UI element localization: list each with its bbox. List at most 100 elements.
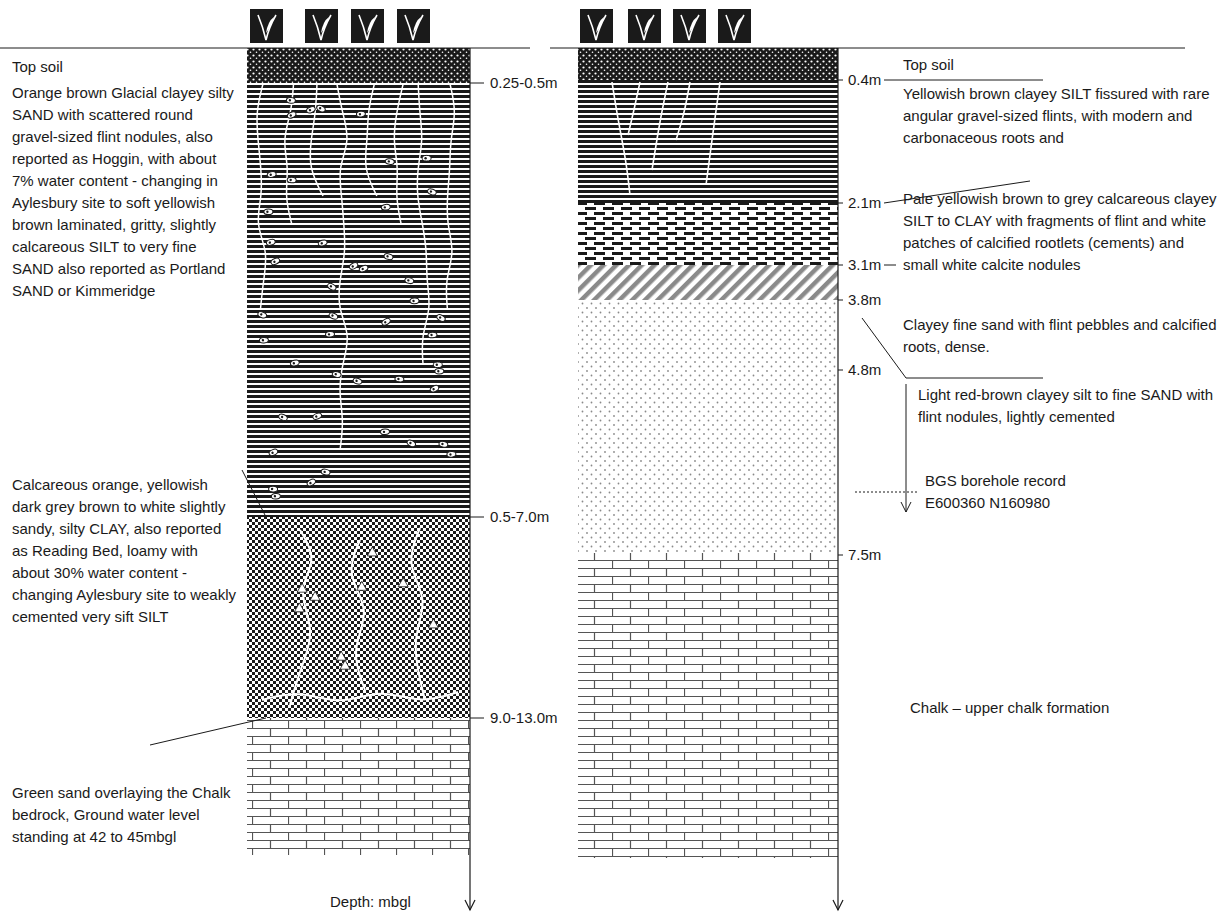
flint-nodule bbox=[332, 371, 342, 379]
depth-label: 3.8m bbox=[848, 289, 881, 311]
layer-label: Top soil bbox=[12, 56, 212, 78]
vegetation-icon bbox=[718, 9, 751, 43]
flint-nodule bbox=[268, 448, 279, 457]
flint-nodule bbox=[348, 261, 359, 270]
depth-label: 7.5m bbox=[848, 544, 881, 566]
vegetation-icon bbox=[250, 9, 283, 43]
flint-nodule bbox=[325, 331, 334, 337]
vegetation-icon bbox=[397, 9, 430, 43]
clast-symbol bbox=[398, 578, 408, 587]
vegetation-icon bbox=[628, 9, 661, 43]
stratum-description: Chalk – upper chalk formation bbox=[910, 697, 1210, 719]
depth-tick bbox=[838, 265, 843, 266]
depth-label: 9.0-13.0m bbox=[490, 707, 558, 729]
flint-nodule bbox=[306, 106, 316, 114]
flint-nodule bbox=[410, 298, 419, 304]
root-trace bbox=[676, 82, 690, 140]
root-trace bbox=[366, 84, 377, 196]
leader-line bbox=[884, 80, 1043, 81]
clayey-sand-layer bbox=[578, 265, 838, 300]
root-trace bbox=[706, 82, 720, 185]
topsoil-layer bbox=[578, 48, 838, 80]
flint-nodule bbox=[290, 359, 300, 367]
depth-label: 2.1m bbox=[848, 192, 881, 214]
flint-nodule bbox=[394, 376, 404, 383]
flint-nodule bbox=[435, 368, 444, 374]
root-trace bbox=[628, 82, 640, 135]
clay-layer bbox=[247, 517, 470, 718]
flint-nodule bbox=[264, 209, 273, 215]
stratum-description: Pale yellowish brown to grey calcareous … bbox=[903, 188, 1218, 276]
flint-nodule bbox=[381, 204, 391, 211]
sand-layer bbox=[247, 83, 470, 517]
depth-tick bbox=[470, 517, 484, 518]
calcareous-silt-layer bbox=[578, 203, 838, 265]
chalk-layer bbox=[247, 718, 470, 855]
root-trace bbox=[417, 84, 429, 364]
flint-nodule bbox=[278, 413, 288, 422]
depth-label: 0.4m bbox=[848, 69, 881, 91]
root-trace bbox=[310, 84, 323, 196]
root-trace bbox=[612, 82, 630, 195]
flint-nodule bbox=[259, 337, 268, 343]
depth-tick bbox=[838, 300, 843, 301]
depth-tick bbox=[838, 370, 843, 371]
flint-nodule bbox=[433, 362, 442, 368]
flint-nodule bbox=[327, 282, 338, 291]
chalk-layer bbox=[578, 553, 838, 858]
flint-nodule bbox=[316, 104, 327, 113]
flint-nodule bbox=[438, 440, 448, 448]
silt-layer bbox=[578, 80, 838, 203]
flint-nodule bbox=[312, 412, 322, 421]
clast-symbol bbox=[367, 547, 377, 556]
flint-nodule bbox=[321, 468, 331, 475]
flint-nodule bbox=[286, 111, 297, 120]
stratum-description: Light red-brown clayey silt to fine SAND… bbox=[918, 384, 1218, 428]
vegetation-icon bbox=[305, 9, 338, 43]
root-trace bbox=[262, 692, 458, 700]
vegetation-icon bbox=[351, 9, 384, 43]
depth-tick bbox=[838, 80, 843, 81]
root-trace bbox=[652, 82, 668, 170]
clast-symbol bbox=[340, 660, 350, 669]
root-trace bbox=[290, 530, 311, 705]
flint-nodule bbox=[286, 97, 296, 104]
flint-nodule bbox=[381, 317, 392, 326]
range-arrow bbox=[906, 384, 907, 512]
flint-nodule bbox=[271, 493, 280, 499]
vegetation-icon bbox=[673, 9, 706, 43]
flint-nodule bbox=[406, 439, 417, 448]
flint-nodule bbox=[385, 158, 395, 165]
borehole-note: BGS borehole record E600360 N160980 bbox=[925, 470, 1085, 514]
leader-line bbox=[242, 470, 266, 517]
flint-nodule bbox=[429, 384, 440, 393]
flint-nodule bbox=[270, 257, 280, 266]
leader-line bbox=[884, 265, 896, 266]
flint-nodule bbox=[422, 155, 431, 161]
clast-symbol bbox=[428, 619, 438, 628]
flint-nodule bbox=[428, 332, 437, 338]
flint-nodule bbox=[427, 188, 437, 196]
stratum-description: Clayey fine sand with flint pebbles and … bbox=[903, 314, 1218, 358]
root-trace bbox=[257, 84, 266, 308]
layer-label: Top soil bbox=[903, 54, 954, 76]
depth-label: 4.8m bbox=[848, 359, 881, 381]
stratum-description: Yellowish brown clayey SILT fissured wit… bbox=[903, 83, 1218, 149]
clast-symbol bbox=[310, 591, 320, 600]
depth-label: 3.1m bbox=[848, 254, 881, 276]
topsoil-layer bbox=[247, 48, 470, 83]
depth-label: 0.25-0.5m bbox=[490, 72, 558, 94]
stratum-description: Orange brown Glacial clayey silty SAND w… bbox=[12, 82, 238, 302]
root-trace bbox=[285, 84, 294, 224]
axis-arrowhead bbox=[465, 900, 475, 910]
flint-nodule bbox=[356, 111, 366, 118]
axis-label: Depth: mbgl bbox=[330, 891, 411, 913]
depth-tick bbox=[470, 718, 484, 719]
root-trace bbox=[411, 528, 425, 700]
leader-line bbox=[150, 718, 266, 745]
depth-label: 0.5-7.0m bbox=[490, 506, 549, 528]
flint-nodule bbox=[287, 177, 296, 183]
flint-nodule bbox=[358, 264, 368, 273]
stratum-description: Calcareous orange, yellowish dark grey b… bbox=[12, 474, 238, 628]
root-trace bbox=[446, 84, 454, 308]
